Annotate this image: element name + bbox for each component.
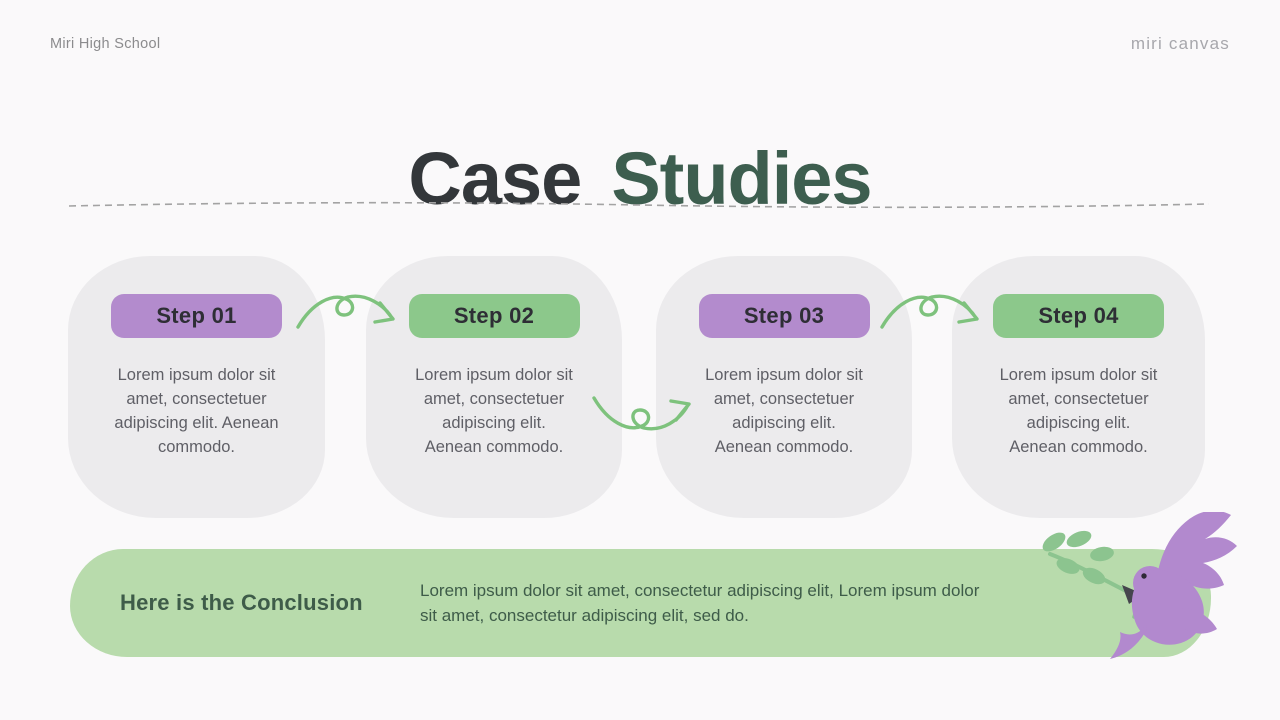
step-1-description: Lorem ipsum dolor sit amet, consectetuer… [114,366,279,456]
step-4-badge: Step 04 [993,294,1164,338]
step-3-description: Lorem ipsum dolor sit amet, consectetuer… [705,366,863,456]
step-card-4: Step 04 Lorem ipsum dolor sit amet, cons… [952,256,1205,518]
step-card-1: Step 01 Lorem ipsum dolor sit amet, cons… [68,256,325,518]
school-name-label: Miri High School [50,36,161,52]
curly-arrow-icon-1 [296,294,395,329]
curly-arrow-icon-2 [592,396,691,431]
step-4-description: Lorem ipsum dolor sit amet, consectetuer… [999,366,1158,456]
step-1-badge: Step 01 [111,294,282,338]
curly-arrow-icon-3 [880,294,979,329]
step-2-description: Lorem ipsum dolor sit amet, consectetuer… [415,366,573,456]
step-card-2: Step 02 Lorem ipsum dolor sit amet, cons… [366,256,622,518]
conclusion-banner: Here is the Conclusion Lorem ipsum dolor… [70,549,1211,657]
step-2-badge: Step 02 [408,294,580,338]
title-word-studies: Studies [611,136,872,220]
step-3-badge: Step 03 [698,294,870,338]
miricanvas-logo: miri canvas [1130,34,1230,53]
dashed-divider-line [68,201,1210,209]
conclusion-heading: Here is the Conclusion [120,590,363,615]
step-card-3: Step 03 Lorem ipsum dolor sit amet, cons… [656,256,912,518]
conclusion-body-text: Lorem ipsum dolor sit amet, consectetur … [420,581,980,625]
dove-with-olive-branch-icon [1042,512,1237,659]
